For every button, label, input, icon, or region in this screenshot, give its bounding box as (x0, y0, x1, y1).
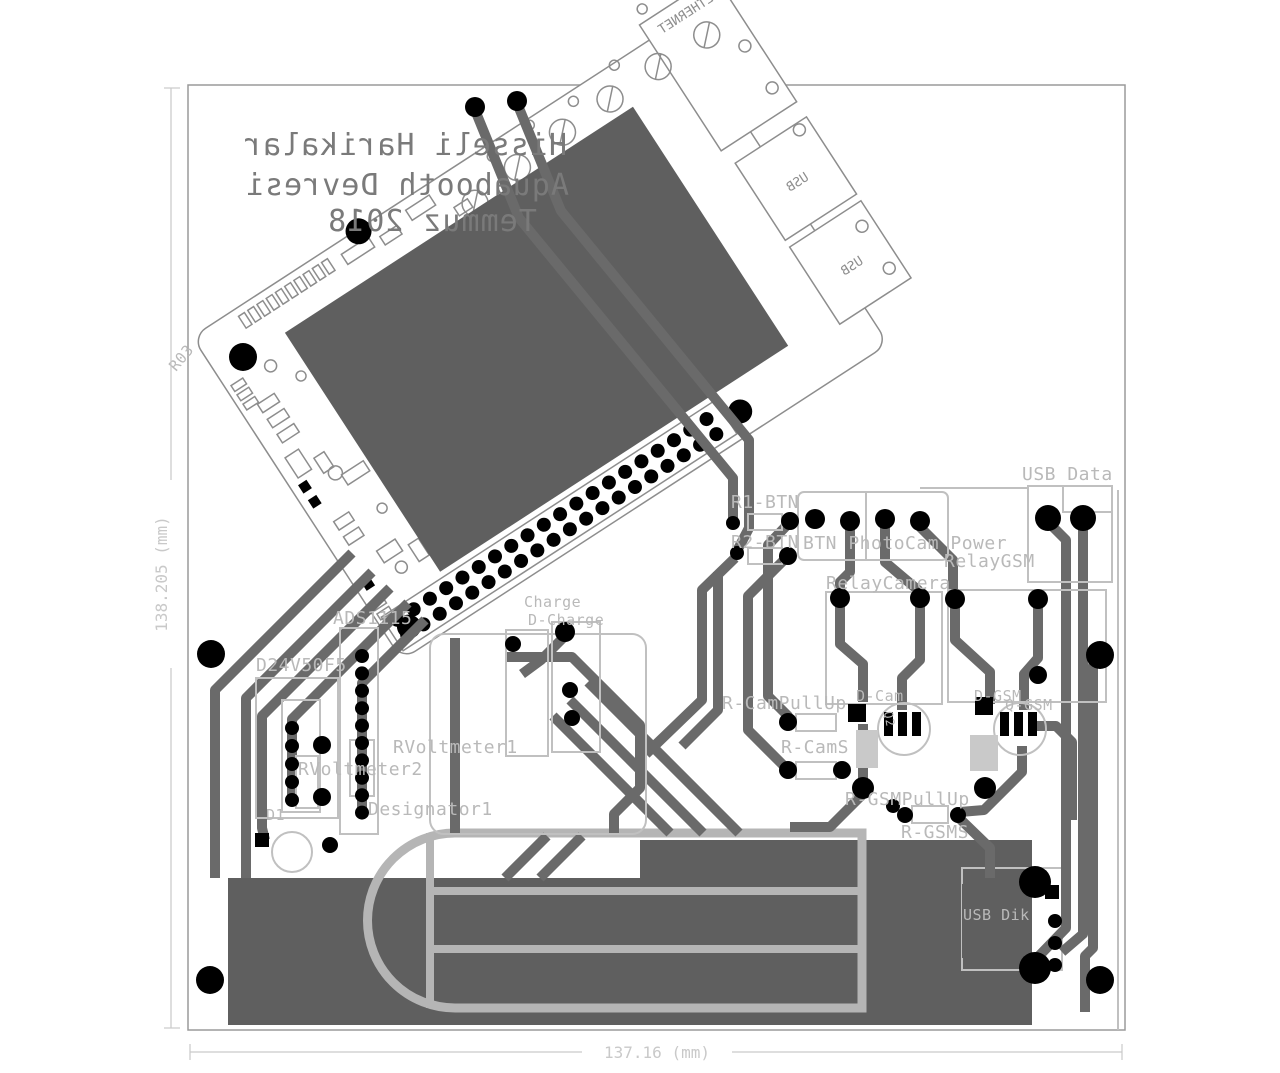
label-rvoltmeter1: RVoltmeter1 (393, 737, 518, 758)
btn-photocam-outline (797, 491, 949, 561)
designator1-outline (429, 633, 647, 835)
ads1115-outline-2 (281, 699, 321, 813)
mounting-hole (229, 343, 257, 371)
pi-header-comb (229, 257, 394, 621)
title-line2: Aquabooth Devresi (245, 168, 569, 203)
charge-outline (505, 629, 549, 757)
pi-dark-parts (298, 479, 376, 591)
label-d-cam: D-Cam (856, 687, 904, 705)
label-q-gsm: Q-GSM (1005, 696, 1053, 714)
label-q2: Q2 (881, 710, 897, 728)
label-designator1: Designator1 (368, 799, 493, 820)
ethernet-connector (638, 0, 798, 152)
dimension-height: 138.205 (mm) (152, 516, 171, 632)
title-line3: Temmuz 2018 (327, 204, 537, 239)
d-cam-pad (848, 704, 866, 722)
d-gsm-pad (975, 697, 993, 715)
label-r2-btn: R2-BTN (731, 532, 799, 553)
pi-ground-pour (284, 106, 789, 572)
relay-camera-outline (825, 591, 943, 705)
title-line1: Hisseli Harikalar (243, 128, 567, 163)
label-charge: Charge (524, 593, 581, 611)
label-d-charge: D-Charge (528, 611, 604, 629)
label-ads1115: ADS1115 (333, 608, 412, 629)
dimension-width: 137.16 (mm) (604, 1043, 710, 1062)
q-gsm-transistor-outline (993, 702, 1047, 756)
pi-connector-pins (461, 21, 721, 218)
d1-outline (271, 831, 313, 873)
label-r1-btn: R1-BTN (731, 492, 799, 513)
reference-lines (920, 487, 1119, 1030)
title-block-mirrored: Hisseli Harikalar Aquabooth Devresi Temm… (243, 128, 569, 239)
ads-pad-column-b (285, 721, 299, 807)
usb-connector-2 (788, 199, 913, 326)
d-charge-outline (551, 621, 601, 753)
label-r-gsmpullup: R-GSMPullUp (845, 789, 970, 810)
label-usb-dik: USB Dik (963, 906, 1030, 924)
ads1115-outline (339, 627, 379, 835)
cam-component-fill (856, 730, 878, 768)
label-btn-photocam-power: BTN PhotoCam Power (803, 533, 1007, 554)
dimension-annotations: 138.205 (mm) 137.16 (mm) (152, 87, 1123, 1062)
q2-transistor-outline (877, 702, 931, 756)
bottom-copper-pour (228, 828, 1063, 1025)
ads-pad-column-a (355, 649, 369, 820)
label-d24v50f5: D24V50F5 (256, 655, 347, 676)
d24v50f5-outline (255, 677, 339, 819)
pads-and-holes (196, 91, 1114, 994)
label-d-gsm: D-GSM (974, 687, 1022, 705)
label-d1: D1 (266, 806, 285, 824)
label-relay-camera: RelayCamera (826, 573, 951, 594)
via (1086, 641, 1114, 669)
mounting-hole (196, 966, 224, 994)
label-relay-gsm: RelayGSM (944, 551, 1035, 572)
label-usb-data: USB Data (1022, 464, 1113, 485)
usb-dik-pad1 (1045, 885, 1059, 899)
label-rvoltmeter2: RVoltmeter2 (298, 759, 423, 780)
raspberry-pi-module: ETHERNET USB USB (197, 0, 913, 655)
usb-dik-body (962, 884, 1010, 958)
mounting-hole (1086, 966, 1114, 994)
gsm-component-fill (970, 735, 998, 771)
d1-pad (255, 833, 269, 847)
usb-connector-1 (734, 115, 858, 242)
label-r-gsms: R-GSMS (901, 822, 969, 843)
label-r-campullup: R-CamPullUp (722, 693, 847, 714)
mounting-hole (197, 640, 225, 668)
label-r-cams: R-CamS (781, 737, 849, 758)
